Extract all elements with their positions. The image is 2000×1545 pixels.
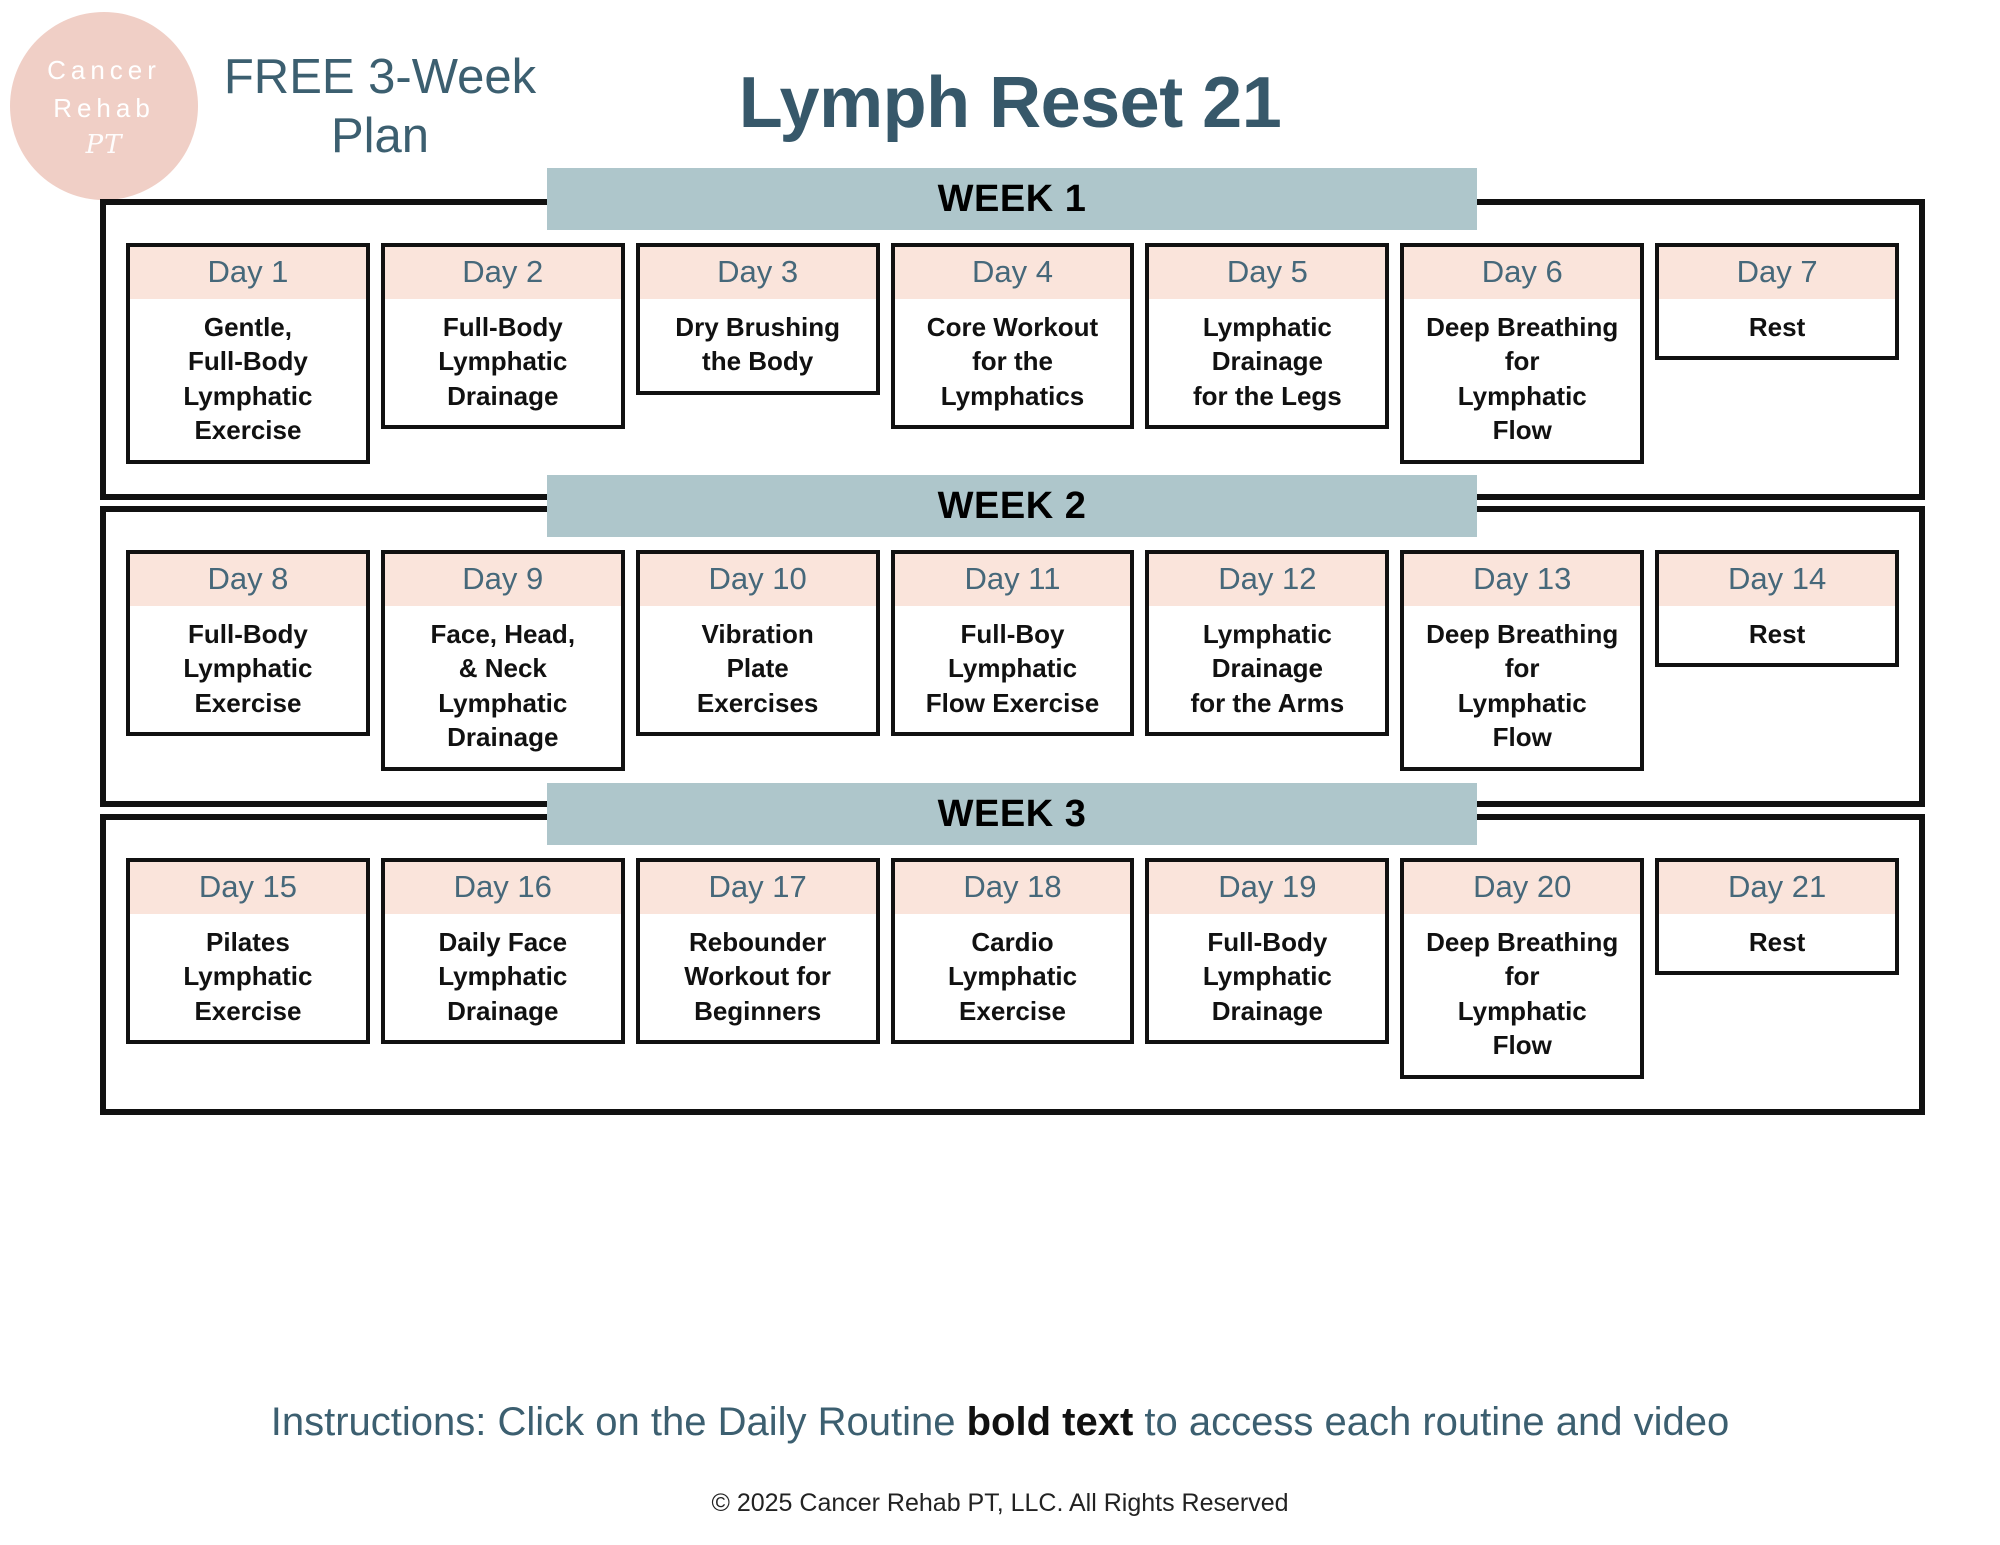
day-label: Day 6 bbox=[1404, 247, 1641, 299]
day-label: Day 16 bbox=[384, 862, 621, 914]
day-label: Day 19 bbox=[1149, 862, 1386, 914]
day-label: Day 10 bbox=[639, 554, 876, 606]
logo-line-cancer: Cancer bbox=[47, 55, 161, 86]
day-routine-link[interactable]: Lymphatic Drainage for the Arms bbox=[1149, 605, 1386, 733]
day-routine-link[interactable]: Rest bbox=[1659, 913, 1896, 972]
week-banner-label: WEEK 1 bbox=[937, 177, 1087, 220]
day-routine-link[interactable]: Deep Breathing for Lymphatic Flow bbox=[1404, 605, 1641, 767]
day-routine-link[interactable]: Rebounder Workout for Beginners bbox=[639, 913, 876, 1041]
day-routine-link[interactable]: Face, Head, & Neck Lymphatic Drainage bbox=[384, 605, 621, 767]
logo-line-rehab: Rehab bbox=[53, 93, 155, 123]
day-label: Day 2 bbox=[384, 247, 621, 299]
day-label: Day 17 bbox=[639, 862, 876, 914]
day-label: Day 3 bbox=[639, 247, 876, 299]
day-label: Day 15 bbox=[130, 862, 366, 914]
day-routine-link[interactable]: Core Workout for the Lymphatics bbox=[894, 298, 1131, 426]
day-routine-link[interactable]: Deep Breathing for Lymphatic Flow bbox=[1404, 298, 1641, 460]
day-routine-link[interactable]: Daily Face Lymphatic Drainage bbox=[384, 913, 621, 1041]
instructions-suffix: to access each routine and video bbox=[1133, 1400, 1730, 1444]
day-label: Day 1 bbox=[130, 247, 366, 299]
logo-pt-monogram: PT bbox=[85, 129, 123, 160]
week-banner: WEEK 2 bbox=[547, 475, 1477, 537]
day-label: Day 18 bbox=[894, 862, 1131, 914]
week-banner: WEEK 1 bbox=[547, 168, 1477, 230]
instructions-line: Instructions: Click on the Daily Routine… bbox=[0, 1400, 2000, 1445]
day-label: Day 20 bbox=[1404, 862, 1641, 914]
instructions-prefix: Instructions: Click on the Daily Routine bbox=[270, 1400, 967, 1444]
day-routine-link[interactable]: Rest bbox=[1659, 605, 1896, 664]
day-label: Day 14 bbox=[1659, 554, 1896, 606]
day-routine-link[interactable]: Rest bbox=[1659, 298, 1896, 357]
cancer-rehab-pt-logo: Cancer Rehab PT bbox=[10, 12, 198, 200]
day-label: Day 5 bbox=[1149, 247, 1386, 299]
day-label: Day 12 bbox=[1149, 554, 1386, 606]
week-banner-label: WEEK 2 bbox=[937, 484, 1087, 527]
day-label: Day 11 bbox=[894, 554, 1131, 606]
day-routine-link[interactable]: Vibration Plate Exercises bbox=[639, 605, 876, 733]
day-routine-link[interactable]: Cardio Lymphatic Exercise bbox=[894, 913, 1131, 1041]
day-routine-link[interactable]: Lymphatic Drainage for the Legs bbox=[1149, 298, 1386, 426]
day-routine-link[interactable]: Pilates Lymphatic Exercise bbox=[130, 913, 366, 1041]
page-header: Cancer Rehab PT FREE 3-Week Plan Lymph R… bbox=[0, 0, 2000, 210]
day-label: Day 21 bbox=[1659, 862, 1896, 914]
week-banner-label: WEEK 3 bbox=[937, 792, 1087, 835]
week-banner: WEEK 3 bbox=[547, 783, 1477, 845]
day-routine-link[interactable]: Full-Body Lymphatic Drainage bbox=[384, 298, 621, 426]
day-routine-link[interactable]: Full-Boy Lymphatic Flow Exercise bbox=[894, 605, 1131, 733]
day-routine-link[interactable]: Dry Brushing the Body bbox=[639, 298, 876, 391]
day-label: Day 4 bbox=[894, 247, 1131, 299]
day-routine-link[interactable]: Gentle, Full-Body Lymphatic Exercise bbox=[130, 298, 366, 460]
day-routine-link[interactable]: Deep Breathing for Lymphatic Flow bbox=[1404, 913, 1641, 1075]
copyright-notice: © 2025 Cancer Rehab PT, LLC. All Rights … bbox=[711, 1489, 1289, 1517]
day-routine-link[interactable]: Full-Body Lymphatic Drainage bbox=[1149, 913, 1386, 1041]
day-routine-link[interactable]: Full-Body Lymphatic Exercise bbox=[130, 605, 366, 733]
day-label: Day 13 bbox=[1404, 554, 1641, 606]
day-label: Day 7 bbox=[1659, 247, 1896, 299]
page-title: Lymph Reset 21 bbox=[738, 63, 1282, 143]
day-label: Day 8 bbox=[130, 554, 366, 606]
free-3-week-plan-label: FREE 3-Week Plan bbox=[223, 50, 537, 163]
instructions-bold-text: bold text bbox=[966, 1400, 1134, 1444]
day-label: Day 9 bbox=[384, 554, 621, 606]
